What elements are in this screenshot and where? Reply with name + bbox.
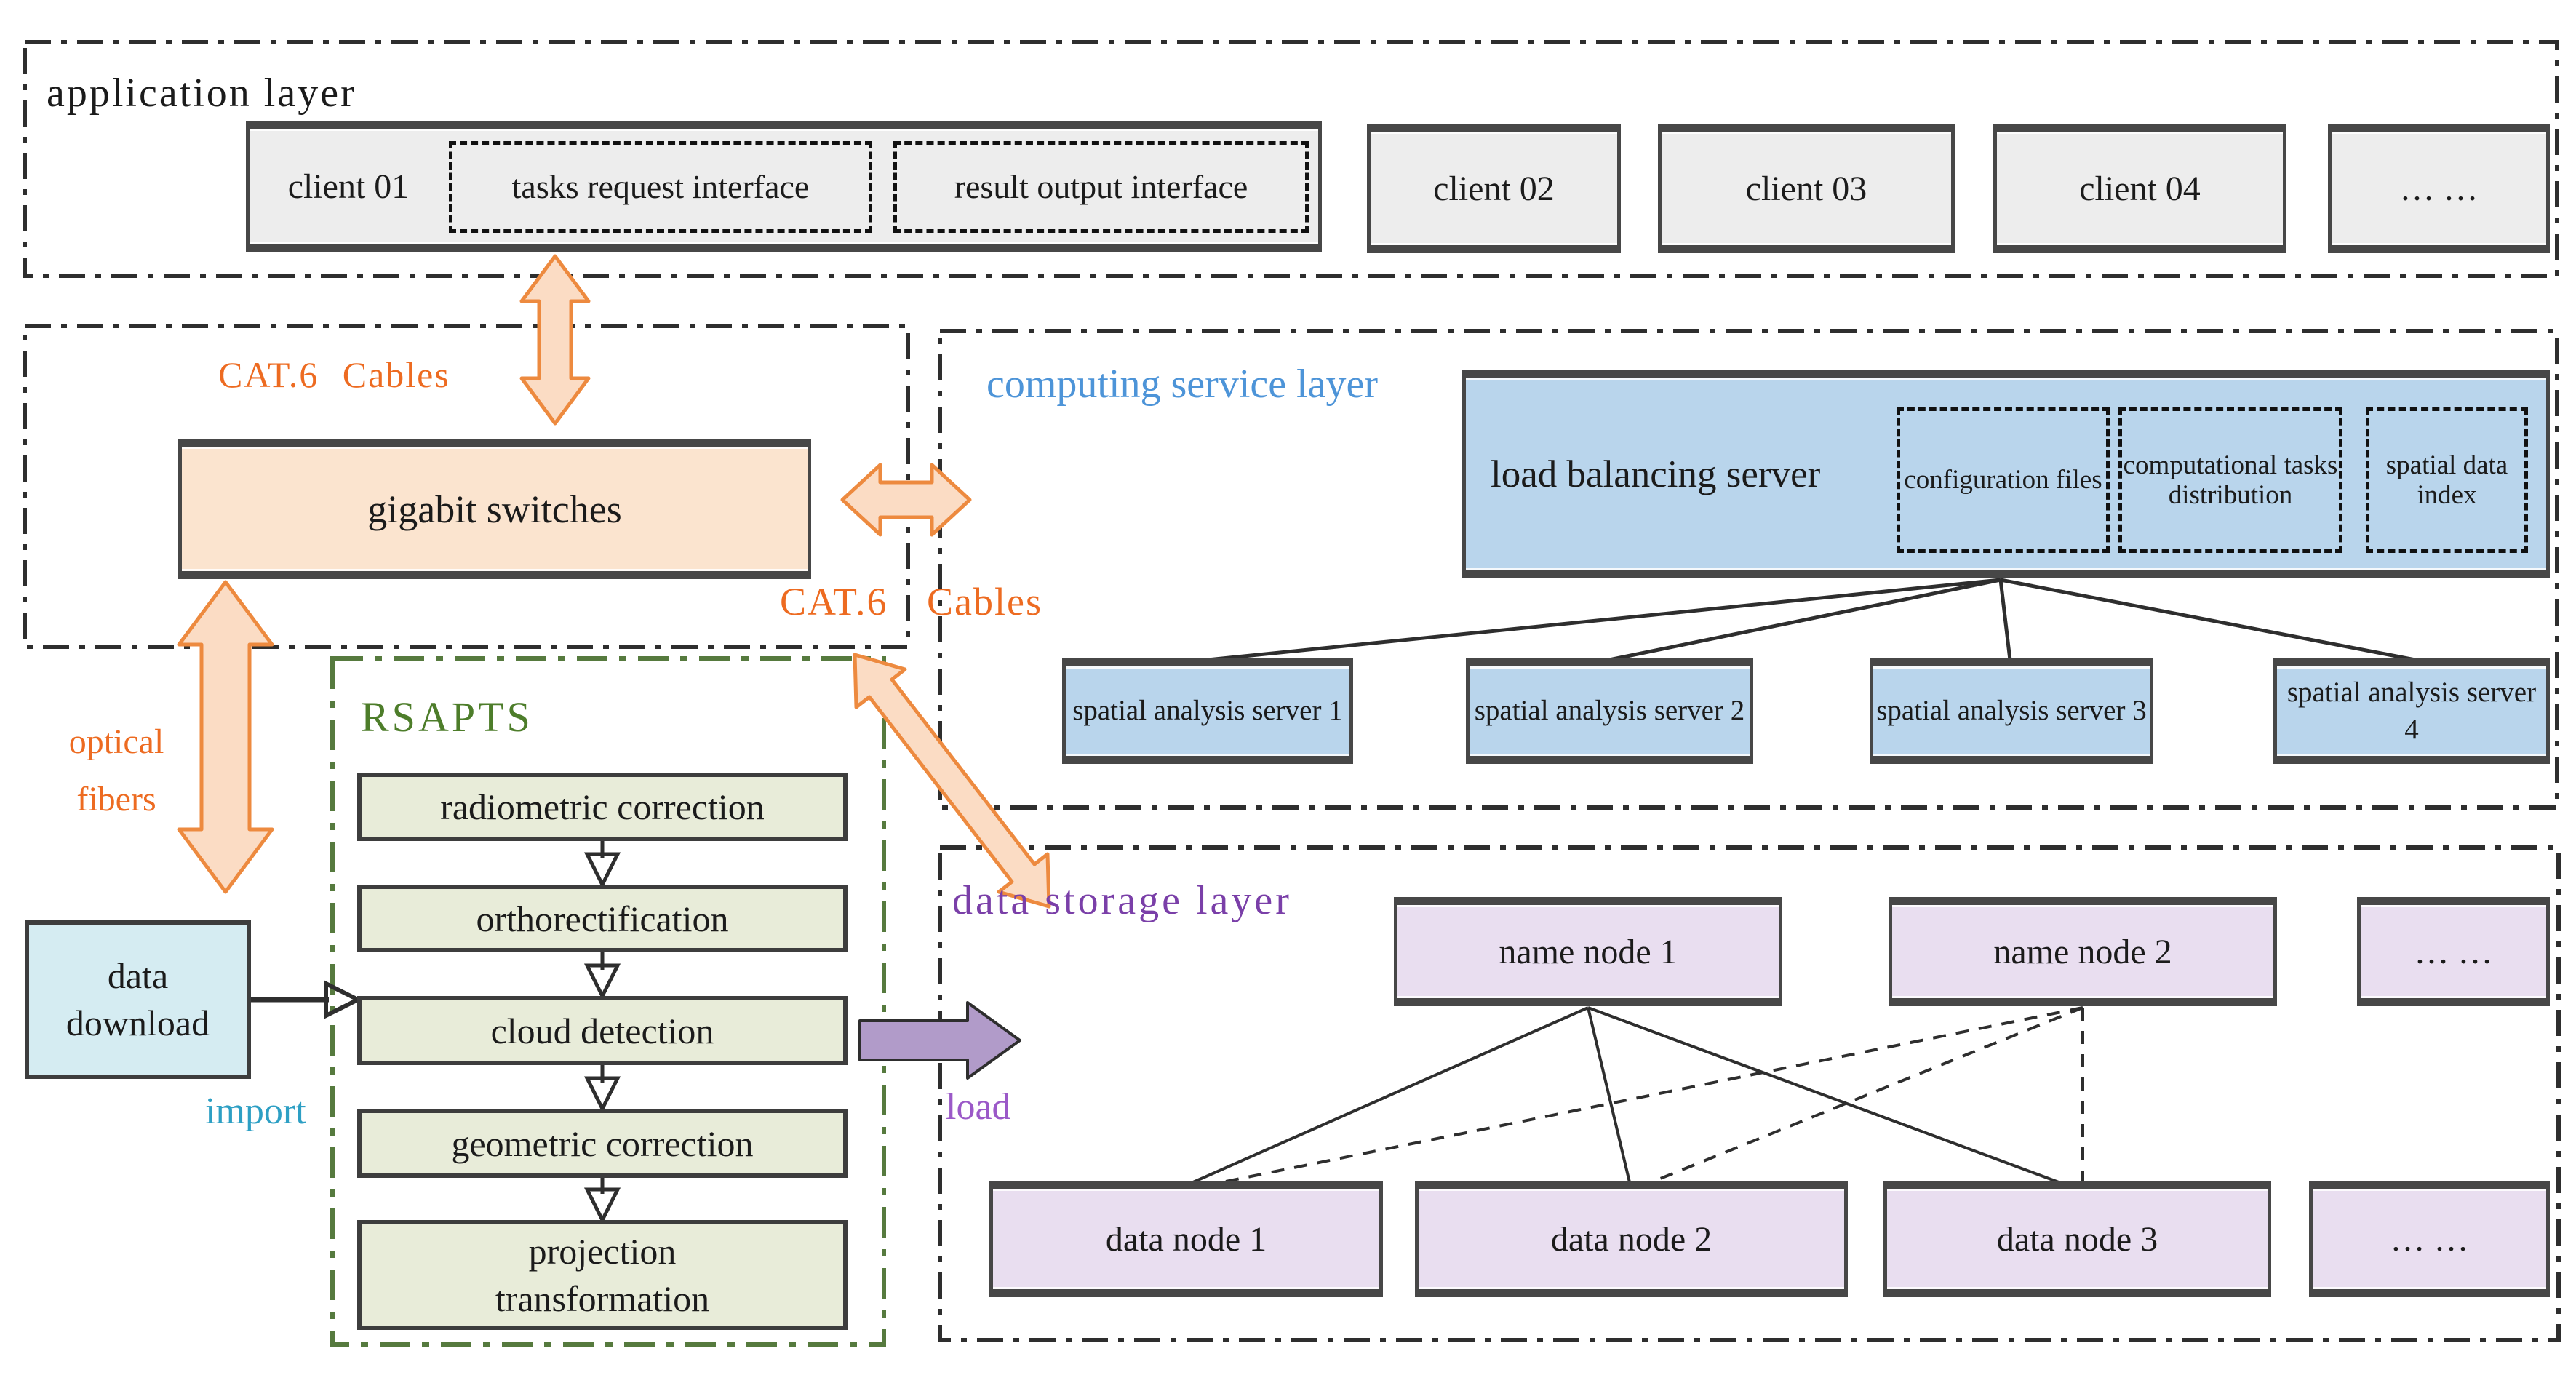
application-layer-border xyxy=(23,40,2559,278)
name-node-1-links xyxy=(1192,1006,2059,1184)
projection-transformation-label: projection transformation xyxy=(495,1230,710,1319)
import-label: import xyxy=(205,1091,306,1132)
storage-layer-title: data storage layer xyxy=(952,878,1292,923)
computing-layer-border xyxy=(938,329,2559,810)
spatial-analysis-server-1-box: spatial analysis server 1 xyxy=(1062,658,1353,764)
data-download-label: data download xyxy=(65,955,210,1043)
optical-fibers-arrow xyxy=(177,580,274,894)
orthorectification-box: orthorectification xyxy=(357,885,848,952)
cat6-vertical-arrow xyxy=(519,254,591,426)
client-03-box: client 03 xyxy=(1658,124,1955,253)
name-node-more-box: … … xyxy=(2357,897,2550,1006)
network-layer-border xyxy=(23,324,910,649)
client-04-box: client 04 xyxy=(1993,124,2286,253)
load-arrow xyxy=(858,1001,1021,1080)
computational-tasks-distribution-box: computational tasks distribution xyxy=(2118,407,2342,553)
application-layer-title: application layer xyxy=(47,71,356,116)
data-node-3-box: data node 3 xyxy=(1883,1181,2271,1297)
data-node-1-box: data node 1 xyxy=(989,1181,1383,1297)
client-01-label: client 01 xyxy=(287,167,410,206)
name-node-2-box: name node 2 xyxy=(1889,897,2277,1006)
projection-transformation-box: projection transformation xyxy=(357,1220,848,1330)
spatial-analysis-server-2-box: spatial analysis server 2 xyxy=(1466,658,1753,764)
gigabit-switches-box: gigabit switches xyxy=(178,439,811,579)
storage-layer-border xyxy=(938,845,2561,1342)
import-arrow xyxy=(251,980,363,1019)
cat6-horizontal-arrow xyxy=(840,463,972,537)
client-02-box: client 02 xyxy=(1367,124,1621,253)
load-balancing-server-label: load balancing server xyxy=(1491,453,1821,495)
data-node-more-box: … … xyxy=(2309,1181,2550,1297)
computing-layer-title: computing service layer xyxy=(986,362,1378,407)
data-download-box: data download xyxy=(25,920,251,1079)
spatial-analysis-server-4-box: spatial analysis server 4 xyxy=(2273,658,2550,764)
rsapts-flow-arrows xyxy=(583,841,621,1224)
name-node-1-box: name node 1 xyxy=(1394,897,1782,1006)
client-more-box: … … xyxy=(2328,124,2550,253)
spatial-analysis-server-3-box: spatial analysis server 3 xyxy=(1870,658,2153,764)
optical-fibers-label: optical fibers xyxy=(68,722,164,819)
radiometric-correction-box: radiometric correction xyxy=(357,773,848,841)
cat6-cables-label-top: CAT.6 Cables xyxy=(218,354,450,395)
cat6-cables-label-mid: CAT.6 Cables xyxy=(780,580,1042,623)
load-balancer-fanout-lines xyxy=(1207,578,2416,662)
spatial-data-index-box: spatial data index xyxy=(2366,407,2528,553)
cat6-diagonal-arrow xyxy=(853,653,1051,909)
tasks-request-interface-box: tasks request interface xyxy=(449,141,872,233)
result-output-interface-box: result output interface xyxy=(893,141,1309,233)
geometric-correction-box: geometric correction xyxy=(357,1109,848,1178)
rsapts-border xyxy=(330,656,886,1347)
load-label: load xyxy=(946,1086,1011,1128)
configuration-files-box: configuration files xyxy=(1897,407,2110,553)
data-node-2-box: data node 2 xyxy=(1415,1181,1848,1297)
rsapts-title: RSAPTS xyxy=(361,693,533,741)
cloud-detection-box: cloud detection xyxy=(357,996,848,1065)
name-node-2-links xyxy=(1221,1006,2084,1184)
